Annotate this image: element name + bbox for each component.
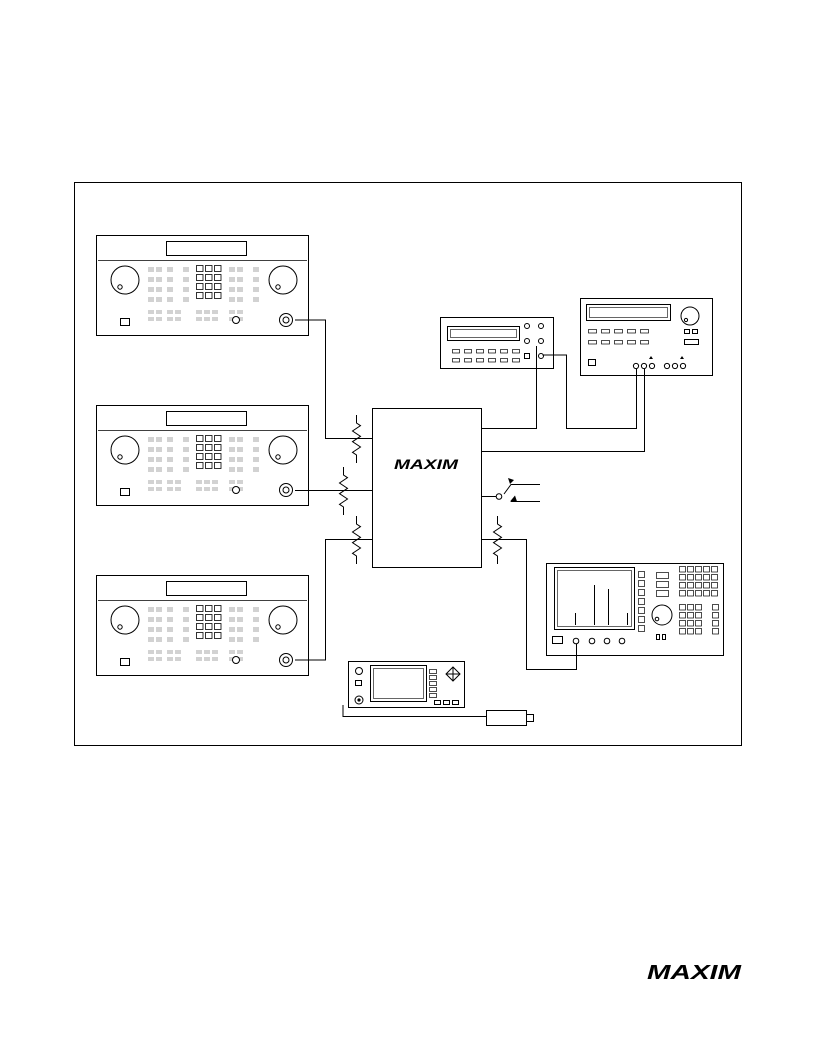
multimeter-terminal-icon: [524, 323, 530, 329]
resistor: [351, 516, 362, 564]
spectrum-analyzer-rf-input-icon: [572, 637, 580, 645]
multimeter: [440, 317, 554, 369]
device-under-test: MAXIM: [372, 408, 482, 568]
power-meter-display: [370, 665, 427, 702]
rf-signal-generator-3: [96, 575, 309, 676]
attenuator-resistors: [338, 415, 503, 564]
power-meter: [348, 661, 465, 708]
dut-maxim-logo: MAXIM: [394, 456, 458, 472]
frequency-knob-icon: [110, 435, 140, 465]
power-meter-sensor-port-icon: [354, 695, 364, 705]
frequency-knob-icon: [110, 605, 140, 635]
amplitude-knob-icon: [268, 605, 298, 635]
amplitude-knob-icon: [268, 435, 298, 465]
power-supply-knob-icon: [680, 306, 700, 326]
resistor: [492, 516, 503, 564]
spectrum-analyzer: [546, 563, 724, 656]
rf-signal-generator-1: [96, 235, 309, 336]
power-switch: [120, 658, 130, 666]
power-sensor: [486, 710, 534, 726]
figure-frame: [74, 182, 742, 746]
connections: [295, 319, 645, 717]
rf-switch: [495, 478, 517, 502]
amplitude-knob-icon: [268, 265, 298, 295]
power-supply-terminal-icon: [632, 362, 640, 370]
resistor: [338, 467, 349, 515]
signal-generator-display: [166, 241, 247, 256]
spectrum-analyzer-knob-icon: [651, 604, 673, 626]
footer-maxim-logo: MAXIM: [647, 962, 743, 984]
signal-generator-display: [166, 581, 247, 596]
multimeter-display: [447, 326, 520, 341]
rf-signal-generator-2: [96, 405, 309, 506]
power-supply-display: [586, 304, 671, 321]
power-switch: [120, 488, 130, 496]
signal-generator-display: [166, 411, 247, 426]
resistor: [351, 415, 362, 463]
power-switch: [120, 318, 130, 326]
frequency-knob-icon: [110, 265, 140, 295]
power-supply: [580, 298, 713, 376]
power-meter-arrow-keys-icon: [445, 666, 461, 682]
